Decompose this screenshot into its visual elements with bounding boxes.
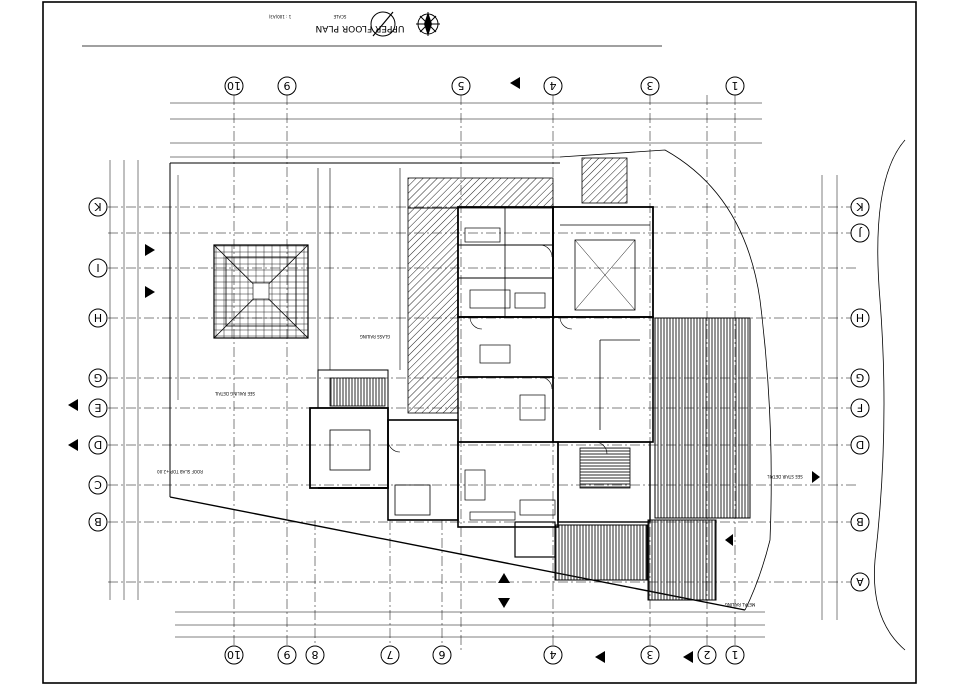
grid-column-bubble: [451, 76, 471, 96]
grid-column-label: 4: [550, 79, 557, 92]
annotations: ROOF SLAB TOP +2.00 SEE STAIR DETAIL MET…: [157, 334, 803, 607]
grid-column-label: 10: [227, 79, 241, 92]
grid-row-bubble: [850, 368, 870, 388]
grid-column-bubble: [380, 645, 400, 665]
drawing-title: UPPER FLOOR PLAN: [316, 23, 405, 33]
stair-treads: [329, 377, 386, 407]
grid-column-bubble: [277, 76, 297, 96]
grid-row-label: E: [94, 401, 101, 414]
grid-column-label: 8: [312, 648, 319, 661]
scale-value: 1 : 100(A3): [268, 14, 291, 19]
grid-row-bubble: [850, 512, 870, 532]
grid-row-bubble: [88, 475, 108, 495]
grid-column-bubble: [224, 76, 244, 96]
sheet-border: [42, 1, 917, 684]
grid-column-label: 9: [284, 79, 291, 92]
grid-row-bubble: [88, 368, 108, 388]
grid-column-label: 7: [387, 648, 394, 661]
grid-row-bubble: [88, 308, 108, 328]
stair-treads: [554, 524, 648, 581]
compass-icon: [416, 12, 440, 36]
grid-row-bubble: [850, 197, 870, 217]
grid-column-label: 6: [439, 648, 446, 661]
grid-column-bubble: [543, 645, 563, 665]
grid-column-label: 9: [284, 648, 291, 661]
scale-label: SCALE: [333, 14, 346, 19]
roof-pyramid: [213, 244, 309, 339]
grid-column-bubble: [725, 645, 745, 665]
grid-column-bubble: [543, 76, 563, 96]
note-see-stair-detail: SEE STAIR DETAIL: [767, 474, 803, 479]
grid-column-bubble: [432, 645, 452, 665]
note-glass-railing: GLASS RAILING: [360, 334, 391, 339]
grid-column-bubble: [725, 76, 745, 96]
grid-column-bubble: [305, 645, 325, 665]
terrace-hatch: [407, 177, 554, 209]
grid-row-label: J: [858, 226, 862, 239]
terrace-hatch: [407, 207, 459, 414]
terrace-hatch: [581, 157, 628, 204]
grid-column-label: 3: [647, 79, 654, 92]
door-swings: [387, 244, 608, 455]
grid-row-label: B: [856, 515, 864, 528]
stair-treads: [579, 447, 631, 489]
note-metal-railing: METAL RAILING: [725, 602, 755, 607]
title-block: UPPER FLOOR PLAN SCALE 1 : 100(A3): [82, 11, 662, 47]
grid-column-bubble: [224, 645, 244, 665]
grid-column-label: 3: [647, 648, 654, 661]
grid-row-bubble: [88, 258, 108, 278]
grid-row-bubble: [850, 398, 870, 418]
grid-row-bubble: [850, 572, 870, 592]
grid-row-bubble: [850, 435, 870, 455]
grid-row-label: K: [856, 200, 864, 213]
grid-column-bubble: [277, 645, 297, 665]
grid-column-label: 5: [458, 79, 465, 92]
grid-column-bubble: [640, 76, 660, 96]
grid-row-label: A: [856, 575, 864, 588]
grid-row-bubble: [88, 398, 108, 418]
building-walls: [309, 206, 654, 558]
grid-row-label: G: [94, 371, 103, 384]
grid-row-label: I: [96, 261, 99, 274]
north-arrow-icon: [370, 11, 396, 37]
grid-column-bubble: [640, 645, 660, 665]
grid-row-label: H: [856, 311, 864, 324]
note-see-railing-detail: SEE RAILING DETAIL: [214, 391, 255, 396]
deck-stripes: [647, 519, 717, 601]
grid-row-label: D: [94, 438, 102, 451]
grid-row-label: G: [856, 371, 865, 384]
note-roof-top: ROOF SLAB TOP +2.00: [157, 469, 203, 474]
grid-row-bubble: [88, 512, 108, 532]
grid-row-bubble: [88, 435, 108, 455]
grid-column-label: 1: [732, 79, 739, 92]
section-marker-icon: [68, 77, 820, 663]
grid-column-label: 10: [227, 648, 241, 661]
grid-column-label: 4: [550, 648, 557, 661]
grid-column-bubble: [697, 645, 717, 665]
grid-row-label: K: [94, 200, 102, 213]
grid-row-bubble: [88, 197, 108, 217]
grid-row-label: F: [857, 401, 863, 414]
grid-row-label: B: [94, 515, 102, 528]
grid-row-bubble: [850, 308, 870, 328]
grid-row-label: C: [94, 478, 102, 491]
deck-stripes: [654, 317, 751, 519]
grid-row-label: D: [856, 438, 864, 451]
hatched-areas: [329, 157, 751, 601]
dimension-lines: [109, 102, 838, 638]
grid-row-label: H: [94, 311, 102, 324]
grid-column-label: 2: [704, 648, 711, 661]
grid-row-bubble: [850, 223, 870, 243]
grid-column-label: 1: [732, 648, 739, 661]
